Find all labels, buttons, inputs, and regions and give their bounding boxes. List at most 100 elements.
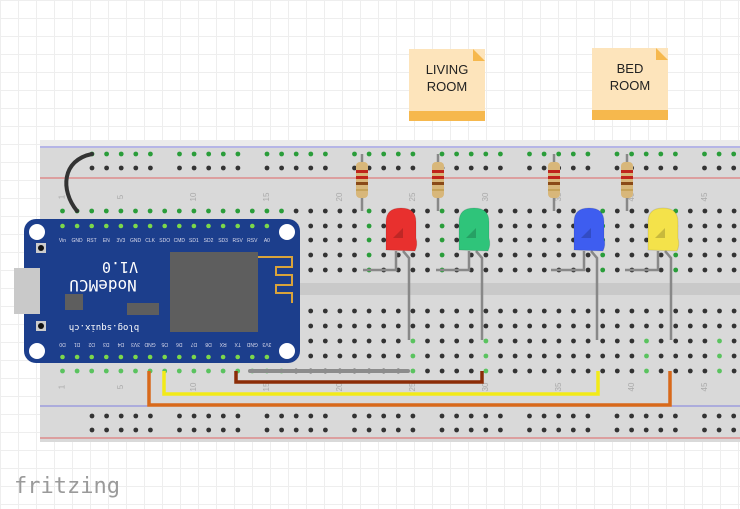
- breadboard-hole[interactable]: [629, 368, 635, 374]
- breadboard-hole[interactable]: [644, 208, 649, 214]
- breadboard-hole[interactable]: [176, 368, 182, 374]
- breadboard-hole[interactable]: [439, 353, 445, 359]
- breadboard-hole[interactable]: [731, 223, 737, 229]
- breadboard-hole[interactable]: [614, 308, 620, 314]
- rail-hole[interactable]: [658, 427, 664, 433]
- pin-header-top[interactable]: [220, 223, 226, 229]
- rail-hole[interactable]: [483, 165, 489, 171]
- rail-hole[interactable]: [673, 165, 678, 171]
- breadboard-hole[interactable]: [337, 338, 343, 344]
- rail-hole[interactable]: [702, 165, 707, 171]
- breadboard-hole[interactable]: [731, 338, 737, 344]
- pin-header-bottom[interactable]: [147, 354, 153, 360]
- rail-hole[interactable]: [104, 151, 109, 157]
- wire-brown[interactable]: [234, 371, 484, 384]
- rail-hole[interactable]: [643, 165, 649, 171]
- breadboard-hole[interactable]: [264, 208, 270, 214]
- breadboard-hole[interactable]: [571, 353, 576, 359]
- rail-hole[interactable]: [570, 151, 576, 157]
- rail-hole[interactable]: [89, 427, 95, 433]
- breadboard-hole[interactable]: [556, 308, 562, 314]
- rail-hole[interactable]: [527, 427, 532, 433]
- rail-hole[interactable]: [206, 413, 212, 419]
- breadboard-hole[interactable]: [425, 308, 430, 314]
- rail-hole[interactable]: [133, 427, 139, 433]
- rail-hole[interactable]: [454, 151, 459, 157]
- rail-hole[interactable]: [279, 151, 284, 157]
- breadboard-hole[interactable]: [687, 368, 693, 374]
- breadboard-hole[interactable]: [425, 223, 430, 229]
- breadboard-hole[interactable]: [308, 208, 314, 214]
- breadboard-hole[interactable]: [410, 368, 416, 374]
- breadboard-hole[interactable]: [498, 368, 503, 374]
- breadboard-hole[interactable]: [512, 368, 518, 374]
- breadboard-hole[interactable]: [556, 323, 562, 329]
- breadboard-hole[interactable]: [571, 338, 576, 344]
- pin-header-bottom[interactable]: [235, 354, 240, 360]
- breadboard-hole[interactable]: [614, 237, 620, 243]
- breadboard-hole[interactable]: [454, 252, 460, 258]
- rail-hole[interactable]: [308, 427, 314, 433]
- rail-hole[interactable]: [177, 165, 182, 171]
- rail-hole[interactable]: [206, 151, 212, 157]
- rail-hole[interactable]: [498, 413, 503, 419]
- led-yellow[interactable]: [647, 207, 680, 252]
- breadboard-hole[interactable]: [454, 368, 460, 374]
- rail-hole[interactable]: [454, 165, 459, 171]
- breadboard-hole[interactable]: [439, 308, 445, 314]
- usb-connector[interactable]: [14, 268, 40, 314]
- breadboard-hole[interactable]: [483, 323, 489, 329]
- breadboard-hole[interactable]: [556, 223, 562, 229]
- breadboard-hole[interactable]: [118, 208, 124, 214]
- rail-hole[interactable]: [643, 151, 649, 157]
- breadboard-hole[interactable]: [425, 368, 430, 374]
- rail-hole[interactable]: [352, 427, 357, 433]
- breadboard-hole[interactable]: [425, 267, 430, 273]
- breadboard-hole[interactable]: [556, 252, 562, 258]
- rail-hole[interactable]: [293, 427, 299, 433]
- breadboard-hole[interactable]: [644, 252, 649, 258]
- rail-hole[interactable]: [220, 151, 226, 157]
- rail-hole[interactable]: [629, 427, 634, 433]
- breadboard-hole[interactable]: [717, 223, 722, 229]
- rail-hole[interactable]: [570, 427, 576, 433]
- breadboard-hole[interactable]: [308, 267, 314, 273]
- rail-hole[interactable]: [585, 165, 591, 171]
- breadboard-hole[interactable]: [498, 323, 503, 329]
- breadboard-hole[interactable]: [410, 323, 416, 329]
- pin-header-bottom[interactable]: [162, 354, 167, 360]
- pin-header-top[interactable]: [118, 223, 124, 229]
- breadboard-hole[interactable]: [541, 267, 547, 273]
- breadboard-hole[interactable]: [673, 353, 679, 359]
- breadboard-hole[interactable]: [644, 223, 649, 229]
- rail-hole[interactable]: [468, 151, 474, 157]
- breadboard-hole[interactable]: [381, 308, 387, 314]
- breadboard-hole[interactable]: [279, 208, 284, 214]
- breadboard-hole[interactable]: [541, 368, 547, 374]
- breadboard-hole[interactable]: [425, 208, 430, 214]
- breadboard-hole[interactable]: [585, 308, 591, 314]
- rail-hole[interactable]: [308, 151, 314, 157]
- pin-header-top[interactable]: [264, 223, 270, 229]
- breadboard-hole[interactable]: [512, 338, 518, 344]
- rail-hole[interactable]: [104, 427, 109, 433]
- breadboard-hole[interactable]: [191, 208, 197, 214]
- breadboard-hole[interactable]: [322, 338, 328, 344]
- breadboard-hole[interactable]: [702, 208, 708, 214]
- breadboard-hole[interactable]: [571, 208, 576, 214]
- rail-hole[interactable]: [191, 413, 197, 419]
- rail-hole[interactable]: [454, 427, 459, 433]
- breadboard-hole[interactable]: [717, 323, 722, 329]
- rail-hole[interactable]: [439, 151, 445, 157]
- breadboard-hole[interactable]: [512, 223, 518, 229]
- rail-hole[interactable]: [177, 151, 182, 157]
- pin-header-bottom[interactable]: [250, 354, 255, 360]
- rail-hole[interactable]: [556, 151, 562, 157]
- breadboard-hole[interactable]: [410, 353, 416, 359]
- rail-hole[interactable]: [264, 427, 270, 433]
- breadboard-hole[interactable]: [322, 237, 328, 243]
- breadboard-hole[interactable]: [600, 208, 606, 214]
- breadboard-hole[interactable]: [673, 252, 679, 258]
- breadboard-hole[interactable]: [512, 267, 518, 273]
- breadboard-hole[interactable]: [366, 308, 372, 314]
